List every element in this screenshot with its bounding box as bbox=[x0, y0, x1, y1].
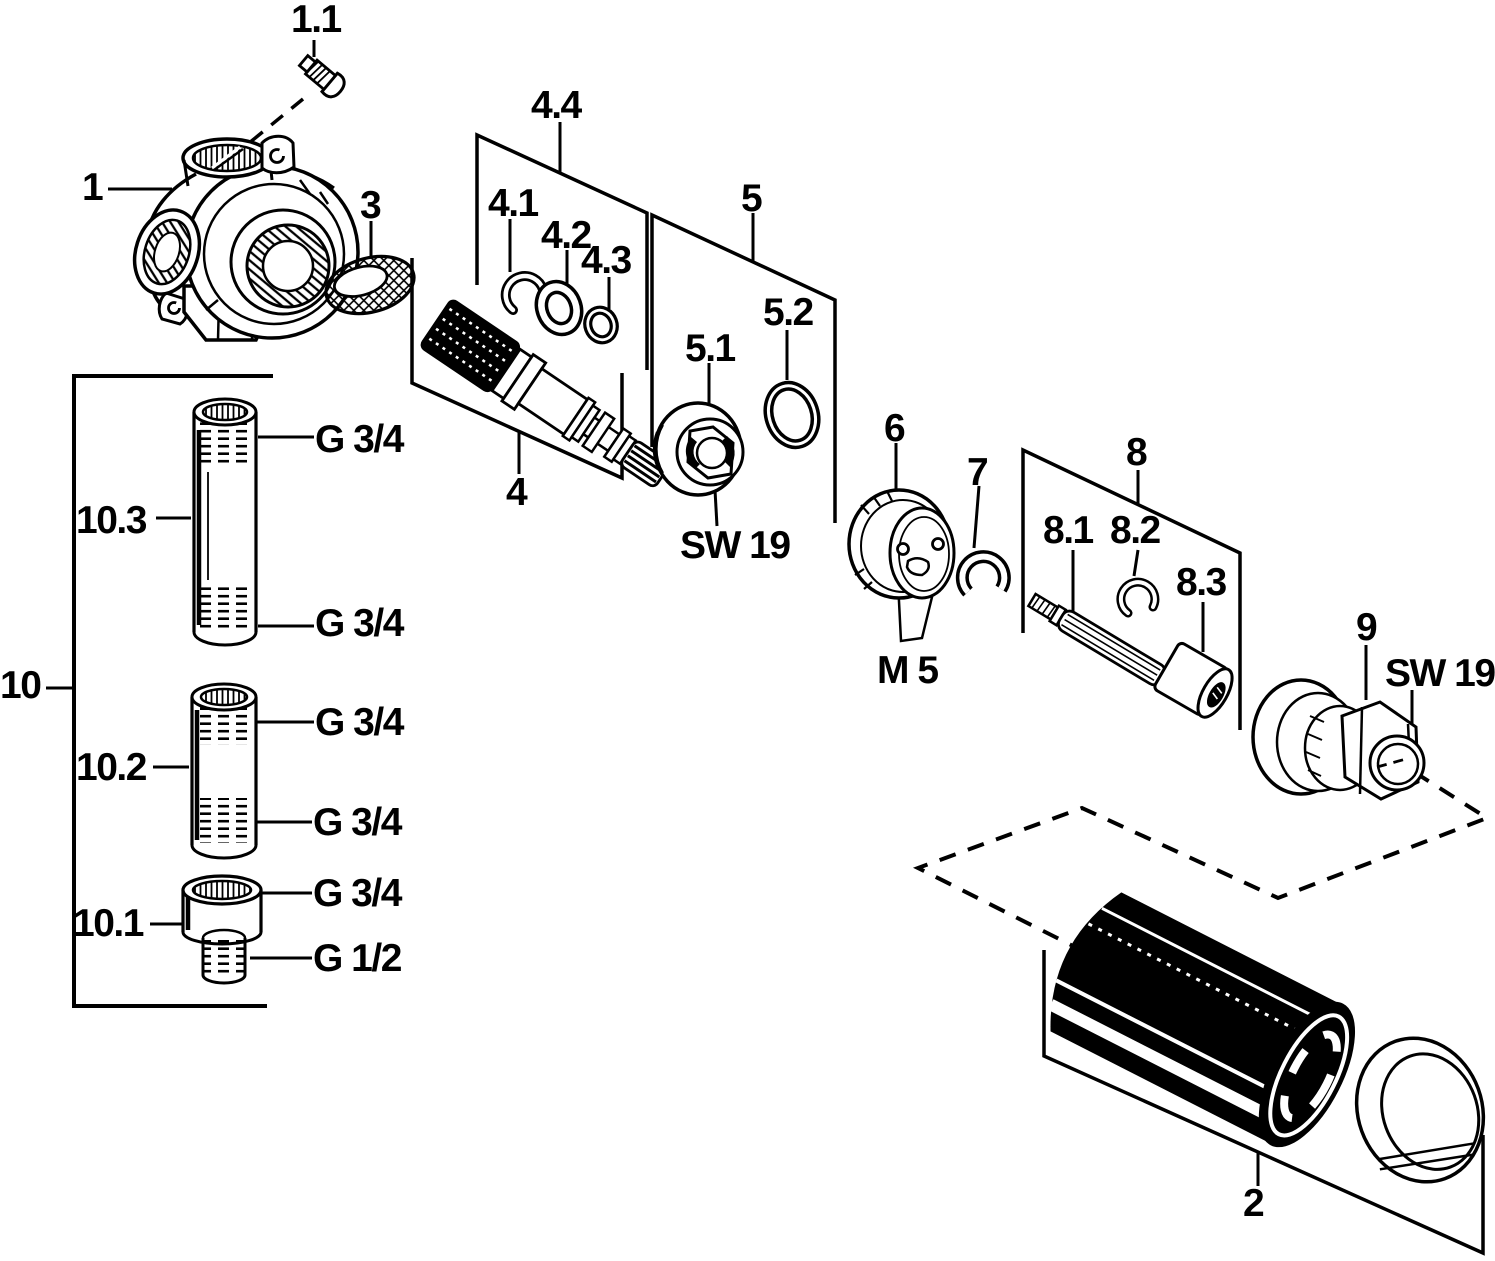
callout-5-1: 5.1 bbox=[685, 327, 736, 370]
callout-4-4: 4.4 bbox=[531, 84, 582, 127]
splined-rod bbox=[1026, 592, 1167, 687]
callout-4: 4 bbox=[506, 471, 528, 514]
group-bracket-10 bbox=[72, 374, 273, 1008]
callout-4-1: 4.1 bbox=[488, 182, 539, 225]
dashed-axis-on-adapter bbox=[1376, 757, 1407, 769]
nipple-10-3 bbox=[192, 397, 258, 647]
callout-6: 6 bbox=[884, 407, 906, 450]
callout-3: 3 bbox=[360, 184, 382, 227]
flange-disc bbox=[847, 488, 956, 600]
o-ring-4-3 bbox=[583, 305, 619, 345]
group-box-2 bbox=[1042, 950, 1485, 1256]
callout-8-3: 8.3 bbox=[1176, 561, 1227, 604]
callout-5: 5 bbox=[741, 177, 763, 220]
callout-9: 9 bbox=[1356, 606, 1378, 649]
group-box-4 bbox=[410, 258, 624, 481]
hex-plug bbox=[652, 401, 745, 497]
snap-ring-8-2 bbox=[1116, 577, 1160, 618]
leader-lines bbox=[46, 40, 1414, 1186]
callout-g34-103-top: G 3/4 bbox=[315, 418, 404, 461]
spindle bbox=[420, 299, 671, 488]
callout-10-3: 10.3 bbox=[76, 499, 147, 542]
callout-g34-102-top: G 3/4 bbox=[315, 701, 404, 744]
washer-4-2 bbox=[534, 279, 584, 337]
group-box-5 bbox=[650, 212, 837, 523]
callout-sw19-plug: SW 19 bbox=[680, 524, 791, 567]
c-clip-7 bbox=[955, 550, 1011, 597]
callout-g34-101: G 3/4 bbox=[313, 872, 402, 915]
nipple-10-2 bbox=[190, 682, 258, 860]
callout-4-2: 4.2 bbox=[541, 214, 592, 257]
bushing-8-3 bbox=[1153, 641, 1234, 719]
callout-1-1: 1.1 bbox=[291, 0, 342, 41]
leader-7 bbox=[972, 485, 981, 549]
group-box-4-4 bbox=[475, 132, 649, 370]
valve-body bbox=[132, 134, 360, 342]
callout-10: 10 bbox=[0, 664, 42, 707]
sleeve-cap bbox=[1354, 1036, 1486, 1184]
callout-4-3: 4.3 bbox=[581, 239, 632, 282]
callout-g34-102-bottom: G 3/4 bbox=[313, 801, 402, 844]
mesh-ring bbox=[324, 254, 416, 316]
group-box-8 bbox=[1021, 447, 1242, 730]
screw bbox=[297, 53, 346, 99]
callout-2: 2 bbox=[1243, 1182, 1265, 1225]
callout-m5: M 5 bbox=[877, 649, 939, 692]
callout-g34-103-bottom: G 3/4 bbox=[315, 602, 404, 645]
o-ring-5-2 bbox=[763, 380, 821, 450]
leader-8-2 bbox=[1132, 549, 1140, 577]
callout-8-1: 8.1 bbox=[1043, 509, 1094, 552]
leader-sw19-plug bbox=[713, 489, 719, 527]
adapter-10-1 bbox=[181, 874, 263, 985]
sleeve bbox=[1048, 892, 1356, 1148]
callout-10-2: 10.2 bbox=[76, 746, 147, 789]
callout-8: 8 bbox=[1126, 431, 1148, 474]
callout-5-2: 5.2 bbox=[763, 291, 814, 334]
callout-sw19-adapter: SW 19 bbox=[1385, 652, 1495, 695]
callout-7: 7 bbox=[967, 451, 989, 494]
callout-8-2: 8.2 bbox=[1110, 509, 1161, 552]
callout-1: 1 bbox=[82, 166, 104, 209]
dashed-assembly-plane bbox=[912, 756, 1492, 954]
adapter-9 bbox=[1251, 678, 1426, 801]
callout-10-1: 10.1 bbox=[73, 902, 144, 945]
callout-g12-101: G 1/2 bbox=[313, 937, 402, 980]
dashed-leader-screw bbox=[241, 97, 305, 150]
